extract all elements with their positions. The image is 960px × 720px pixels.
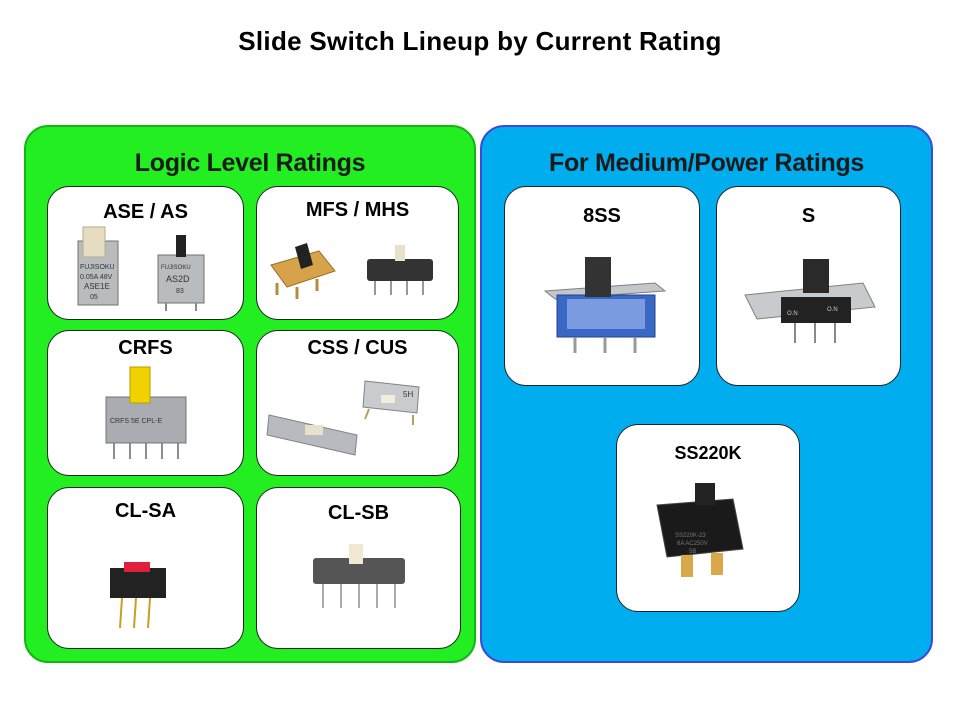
logic-level-heading: Logic Level Ratings — [134, 149, 366, 177]
card-ss220k: SS220K SS220K-23 6A AC250V 5B — [616, 424, 800, 612]
card-label: 8SS — [583, 205, 621, 227]
mfs-mhs-switch-image — [270, 243, 433, 299]
card-8ss: 8SS — [504, 186, 700, 386]
part-text: 5H — [403, 390, 413, 399]
card-label: SS220K — [674, 443, 742, 463]
card-cl-sa: CL-SA — [47, 487, 244, 649]
card-label: CL-SB — [327, 502, 390, 524]
cl-sb-switch-image — [313, 544, 405, 608]
crfs-switch-image: CRFS 5E CPL-E — [105, 366, 187, 459]
part-text: SS220K-23 — [675, 533, 706, 539]
logic-level-panel: Logic Level Ratings ASE / AS FUJISOKU 0.… — [24, 125, 476, 663]
cl-sa-switch-image — [110, 562, 166, 629]
part-text: FUJISOKU — [80, 264, 115, 271]
card-crfs: CRFS CRFS 5E CPL-E — [47, 330, 244, 476]
part-text: AS2D — [166, 274, 190, 284]
card-ase-as: ASE / AS FUJISOKU 0.05A 48V ASE1E 05 FUJ… — [47, 186, 244, 320]
part-text: 83 — [176, 288, 184, 295]
card-label: ASE / AS — [103, 201, 188, 223]
part-text: O.N — [787, 311, 798, 317]
ss220k-switch-image: SS220K-23 6A AC250V 5B — [656, 483, 744, 577]
card-label: MFS / MHS — [305, 199, 410, 221]
card-label: S — [801, 205, 816, 227]
part-text: 6A AC250V — [677, 541, 708, 547]
part-text: 05 — [90, 294, 98, 301]
card-label: CSS / CUS — [307, 337, 408, 359]
ase-as-switch-image: FUJISOKU 0.05A 48V ASE1E 05 FUJISOKU AS2… — [77, 226, 205, 311]
medium-power-heading: For Medium/Power Ratings — [548, 149, 865, 177]
part-text: CRFS 5E CPL-E — [110, 418, 162, 425]
card-mfs-mhs: MFS / MHS — [256, 186, 459, 320]
card-cl-sb: CL-SB — [256, 487, 461, 649]
8ss-switch-image — [543, 257, 667, 353]
part-text: ASE1E — [84, 282, 110, 291]
medium-power-panel: For Medium/Power Ratings 8SS S O.N O.N — [480, 125, 933, 663]
part-text: 0.05A 48V — [80, 274, 113, 281]
part-text: O.N — [827, 307, 838, 313]
s-switch-image: O.N O.N — [744, 259, 876, 343]
card-label: CL-SA — [114, 500, 177, 522]
part-text: FUJISOKU — [161, 265, 191, 271]
page-title: Slide Switch Lineup by Current Rating — [238, 26, 722, 56]
card-css-cus: CSS / CUS 5H — [256, 330, 459, 476]
card-s: S O.N O.N — [716, 186, 901, 386]
css-cus-switch-image: 5H — [266, 380, 420, 456]
card-label: CRFS — [118, 337, 173, 359]
part-text: 5B — [689, 549, 696, 555]
